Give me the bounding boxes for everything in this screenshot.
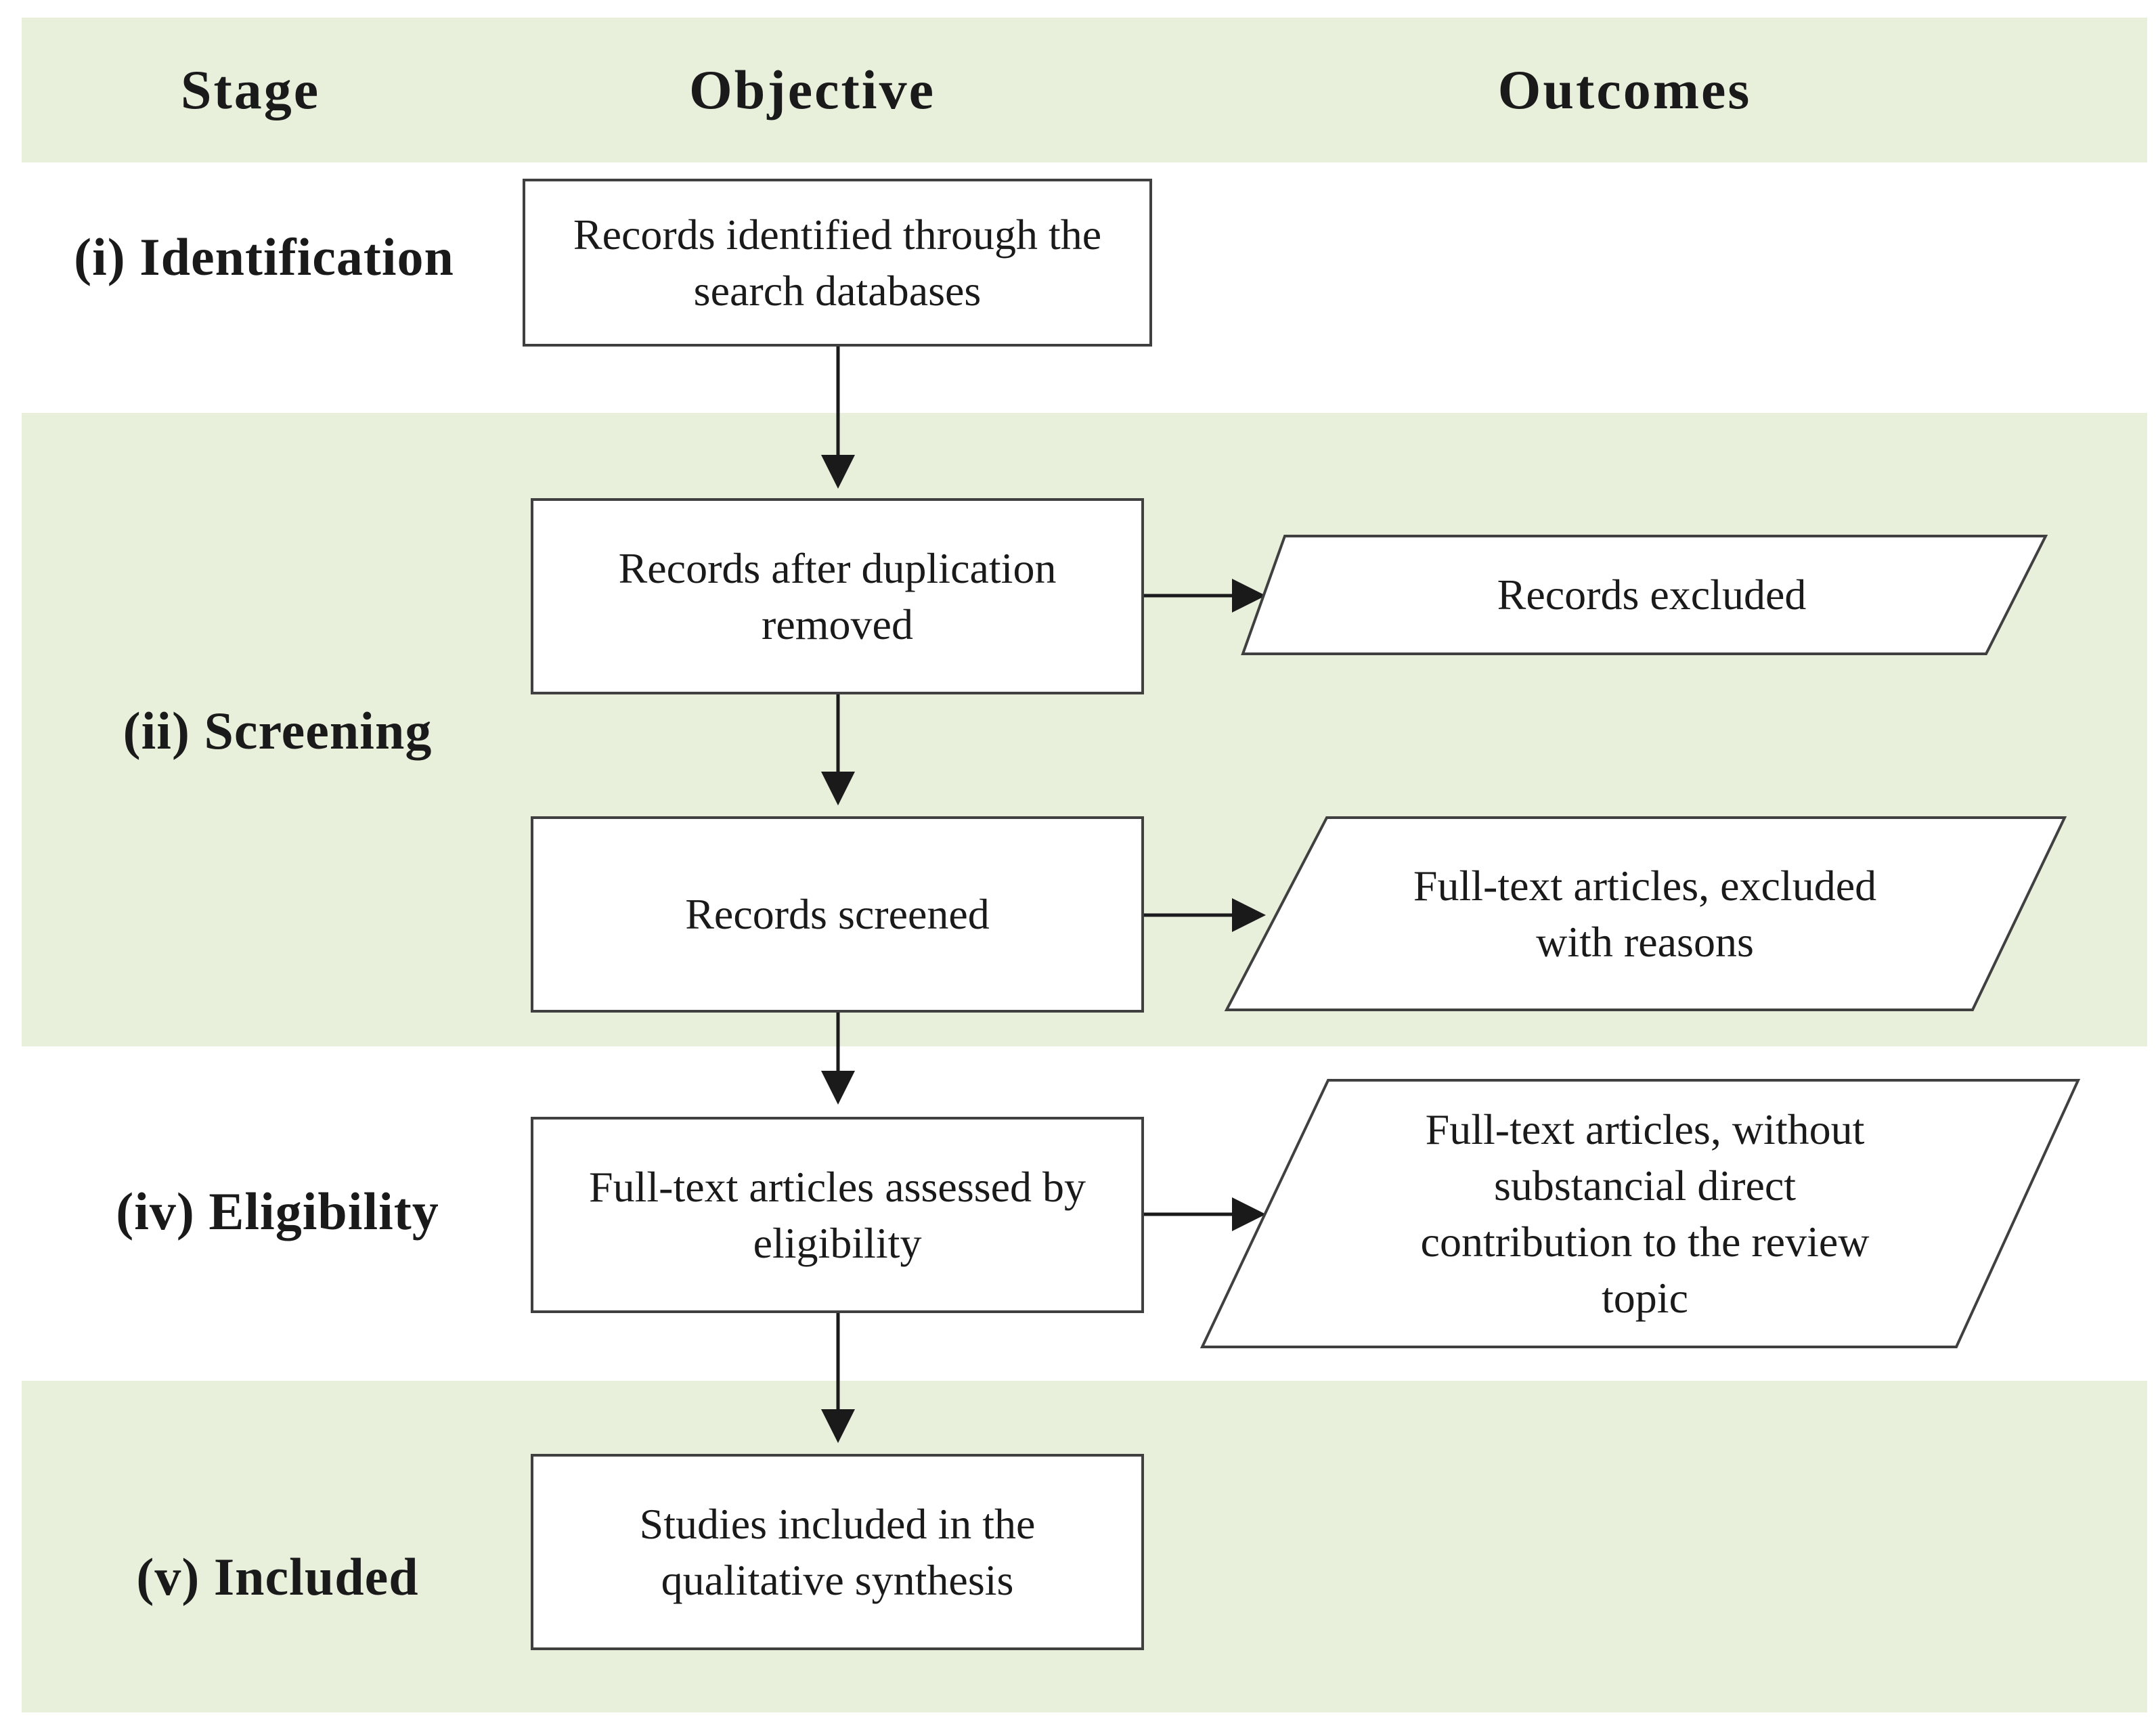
parallelogram-fulltext-excluded [1224, 816, 2067, 1011]
stage-eligibility: (iv) Eligibility [116, 1182, 439, 1241]
header-objective: Objective [689, 59, 936, 120]
parallelogram-records-excluded [1241, 535, 2048, 655]
stage-identification: (i) Identification [74, 227, 454, 286]
stage-included: (v) Included [136, 1547, 419, 1606]
box-records-identified: Records identified through the search da… [523, 179, 1152, 347]
parallelogram-no-contribution [1200, 1079, 2081, 1348]
outcome-fulltext-excluded: Full-text articles, excluded with reason… [1413, 861, 1877, 966]
outcome-no-contribution: Full-text articles, without substancial … [1420, 1105, 1870, 1323]
outcome-records-excluded: Records excluded [1497, 571, 1807, 619]
header-stage: Stage [180, 59, 321, 120]
box-records-deduplicated: Records after duplication removed [531, 498, 1144, 694]
box-records-screened: Records screened [531, 816, 1144, 1013]
box-fulltext-assessed: Full-text articles assessed by eligibili… [531, 1117, 1144, 1313]
stage-screening: (ii) Screening [123, 701, 433, 760]
header-band [22, 18, 2147, 162]
box-studies-included: Studies included in the qualitative synt… [531, 1454, 1144, 1650]
header-outcomes: Outcomes [1497, 59, 1752, 120]
